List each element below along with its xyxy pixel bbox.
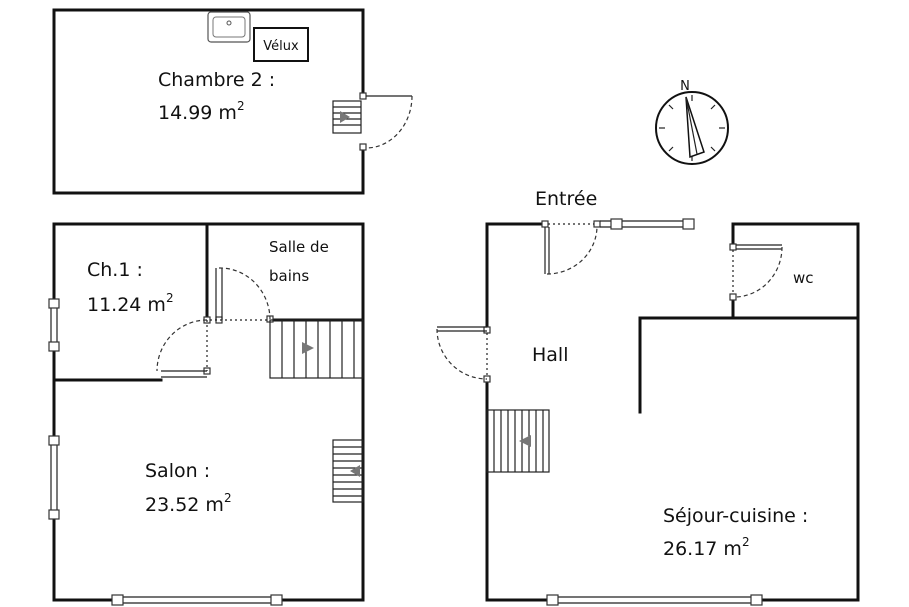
compass-icon: N: [655, 79, 729, 165]
ch1-name: Ch.1 :: [87, 259, 143, 281]
salon-name: Salon :: [145, 460, 210, 482]
door-hall-left: [436, 326, 491, 383]
right-block: Entrée wc Hall Séjour-cuisine : 26.17 m2: [436, 188, 860, 606]
window-left-1: [48, 298, 60, 352]
hall-label: Hall: [532, 344, 569, 366]
stairs-salon: [332, 439, 364, 503]
door-swing: [365, 95, 413, 149]
window-left-2: [48, 435, 60, 520]
door-ch1: [156, 316, 211, 378]
chambre-2-block: Vélux Chambre 2 : 14.99 m2: [52, 8, 413, 195]
door-jamb: [359, 143, 367, 151]
sdb-label-line1: Salle de: [269, 238, 329, 256]
stairs-arrow-icon: [302, 342, 314, 354]
stairs-arrow-icon: [519, 435, 531, 447]
door-wc: [729, 243, 783, 301]
washbasin-icon: [207, 11, 251, 43]
stairs-hall: [486, 409, 550, 473]
door-bathroom: [206, 267, 274, 371]
stairs-arrow-icon: [350, 465, 360, 477]
compass-north-label: N: [680, 79, 690, 94]
sejour-name: Séjour-cuisine :: [663, 505, 808, 527]
door-entree: [541, 220, 601, 275]
ch1-area: 11.24 m2: [87, 291, 174, 316]
sejour-area: 26.17 m2: [663, 535, 750, 560]
window-bottom-sejour: [546, 594, 763, 606]
sdb-label-line2: bains: [269, 267, 309, 285]
stairs-chambre-2: [332, 100, 362, 134]
velux-label: Vélux: [263, 39, 299, 54]
stairs-arrow-icon: [340, 111, 350, 123]
compass-needle: [685, 96, 705, 159]
window-top-right: [600, 218, 695, 230]
entree-label: Entrée: [535, 188, 597, 210]
salon-area: 23.52 m2: [145, 491, 232, 516]
stairs-left: [269, 319, 364, 379]
door-jamb: [359, 92, 367, 100]
velux-box: [253, 27, 309, 62]
window-bottom-salon: [111, 594, 283, 606]
chambre-2-area: 14.99 m2: [158, 99, 245, 124]
left-block: Ch.1 : 11.24 m2 Salle de bains Salon : 2…: [48, 222, 365, 606]
wc-label: wc: [793, 269, 814, 287]
chambre-2-name: Chambre 2 :: [158, 69, 275, 91]
